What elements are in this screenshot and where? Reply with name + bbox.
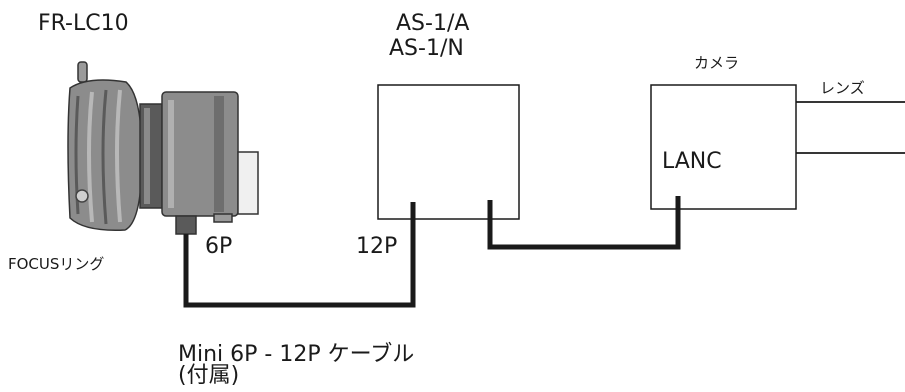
lens-name: レンズ xyxy=(820,79,865,97)
cable-label-line1: Mini 6P - 12P ケーブル xyxy=(178,342,414,367)
focus-ring-label: FOCUSリング xyxy=(8,255,104,273)
adapter-box xyxy=(377,84,520,220)
adapter-name-line1: AS-1/A xyxy=(396,11,469,36)
camera-box xyxy=(650,84,797,210)
mini-6p-12p-cable xyxy=(183,202,416,308)
device-name: FR-LC10 xyxy=(38,11,129,36)
device-port-label: 6P xyxy=(205,234,232,259)
adapter-name-line2: AS-1/N xyxy=(389,36,464,61)
6p-connector xyxy=(175,215,197,235)
adapter-port-label: 12P xyxy=(356,234,397,259)
fr-lc10-device-illustration xyxy=(67,61,259,235)
camera-name: カメラ xyxy=(694,54,739,72)
lanc-cable xyxy=(487,196,681,250)
camera-port-label: LANC xyxy=(662,149,722,174)
cable-label-line2: (付属) xyxy=(178,363,239,387)
